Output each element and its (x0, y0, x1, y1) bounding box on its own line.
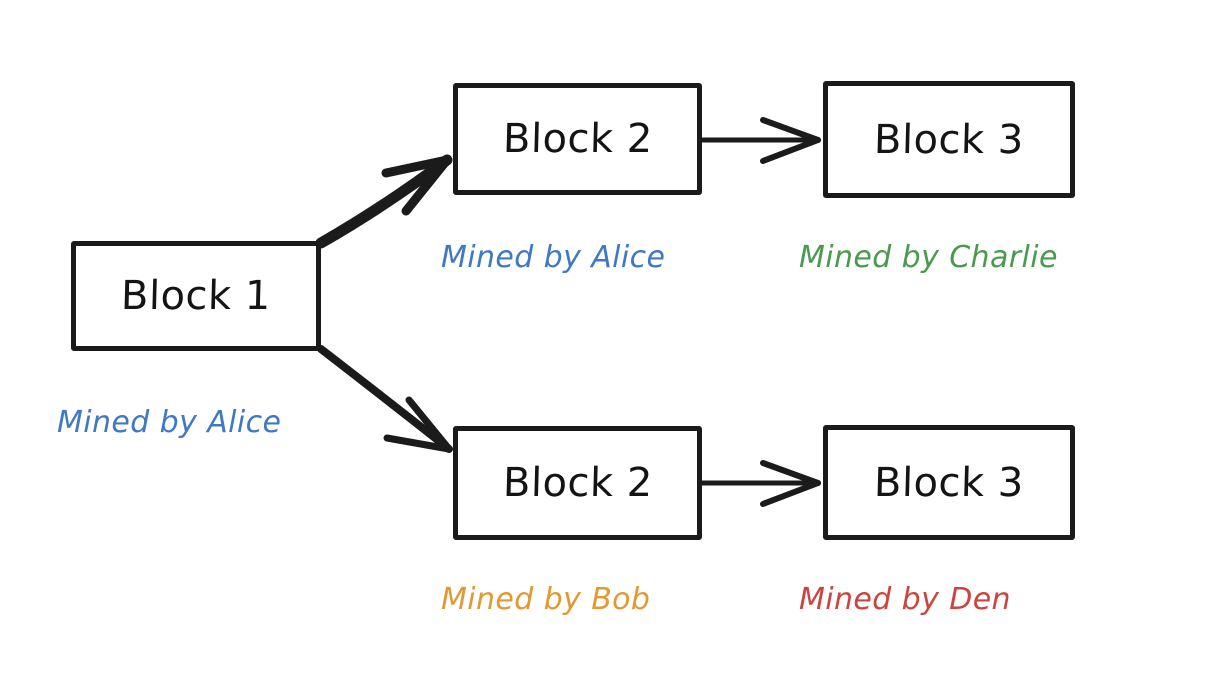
block-label: Block 1 (120, 273, 272, 319)
block-node-block3-top[interactable]: Block 3 (823, 81, 1075, 198)
block-label: Block 2 (501, 116, 654, 162)
block-label: Block 2 (501, 460, 654, 506)
arrow-block1-to-block2-bottom (317, 345, 453, 453)
miner-label-block1: Mined by Alice (57, 405, 282, 440)
arrow-block2-top-to-block3-top (699, 117, 821, 164)
miner-label-block3-top: Mined by Charlie (799, 240, 1058, 275)
miner-label-block2-bottom: Mined by Bob (441, 582, 651, 617)
block-node-block3-bottom[interactable]: Block 3 (823, 425, 1075, 540)
block-label: Block 3 (873, 459, 1025, 506)
arrow-block1-to-block2-top (315, 154, 453, 249)
block-node-block1[interactable]: Block 1 (71, 241, 321, 351)
miner-label-block2-top: Mined by Alice (441, 240, 666, 275)
arrow-block2-bottom-to-block3-bottom (699, 460, 821, 507)
block-node-block2-bottom[interactable]: Block 2 (453, 426, 702, 540)
block-node-block2-top[interactable]: Block 2 (453, 83, 702, 195)
miner-label-block3-bottom: Mined by Den (799, 582, 1011, 617)
block-label: Block 3 (873, 116, 1025, 163)
